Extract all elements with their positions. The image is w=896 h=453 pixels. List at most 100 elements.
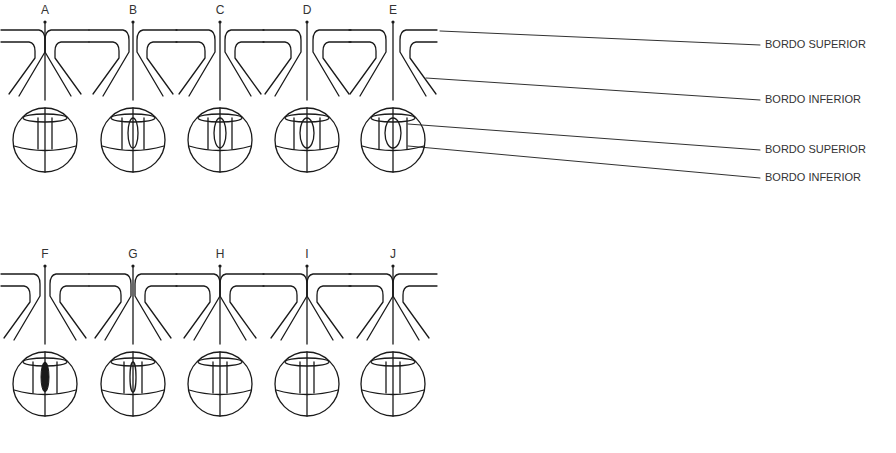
panel-letter: F [41, 248, 48, 260]
sphere-outline [188, 352, 252, 416]
upper-lip-edge [176, 30, 215, 96]
upper-lip-edge [45, 30, 89, 96]
upper-lip-edge [176, 274, 220, 340]
upper-lip-edge [1, 30, 45, 96]
upper-lip-edge [307, 274, 351, 340]
midline-dot [305, 264, 308, 267]
fissure-edge [32, 362, 33, 393]
fissure-edge [37, 118, 38, 149]
panel-letter: G [128, 248, 137, 260]
panel-letter: C [216, 4, 225, 16]
sphere-meridian [219, 352, 220, 416]
midline [219, 22, 220, 100]
midline-dot [43, 20, 46, 23]
panel-letter: E [389, 4, 397, 16]
sphere-outline [13, 352, 77, 416]
midline [392, 22, 393, 100]
panel-letter: D [303, 4, 312, 16]
fissure-edge [141, 362, 142, 393]
lower-lip-edge [145, 286, 177, 338]
lower-lip-edge [317, 286, 351, 338]
panel-letter: B [129, 4, 137, 16]
midline-dot [305, 20, 308, 23]
part-label: BORDO INFERIOR [765, 94, 861, 105]
lower-lip-edge [410, 42, 437, 94]
midline-dot [43, 264, 46, 267]
upper-lip-edge [89, 30, 129, 96]
upper-lip-edge [1, 274, 40, 340]
upper-lip-edge [400, 30, 437, 96]
fissure-edge [293, 118, 294, 149]
upper-lip-edge [313, 30, 351, 96]
lower-lip-edge [176, 42, 205, 94]
fissure-opening [214, 118, 226, 148]
fissure-edge [385, 362, 386, 393]
fissure-edge [231, 118, 232, 149]
upper-lip-edge [135, 274, 177, 340]
lower-lip-edge [89, 286, 121, 338]
lower-lip-edge [176, 286, 210, 338]
fissure-opening [41, 362, 49, 392]
upper-lip-edge [349, 30, 386, 96]
lower-lip-edge [235, 42, 264, 94]
lower-lip-edge [323, 42, 351, 94]
sphere-meridian [306, 352, 307, 416]
upper-lip-edge [263, 274, 307, 340]
upper-lip-edge [50, 274, 89, 340]
panel-letter: I [305, 248, 308, 260]
part-label: BORDO INFERIOR [765, 172, 861, 183]
fissure-edge [226, 362, 227, 393]
sphere-outline [361, 352, 425, 416]
lower-lip-edge [1, 42, 35, 94]
fissure-opening [385, 118, 401, 148]
upper-lip-edge [393, 274, 437, 340]
midline [132, 22, 133, 100]
fissure-edge [406, 118, 407, 149]
midline [132, 266, 133, 344]
fissure-edge [378, 118, 379, 149]
sphere-outline [275, 352, 339, 416]
fissure-edge [319, 118, 320, 149]
lower-lip-edge [263, 286, 297, 338]
fissure-edge [56, 362, 57, 393]
fissure-edge [123, 362, 124, 393]
lower-lip-edge [60, 286, 89, 338]
panel-letter: A [41, 4, 49, 16]
lower-lip-edge [55, 42, 89, 94]
leader-line [408, 124, 760, 150]
sphere-outline [188, 108, 252, 172]
upper-lip-edge [137, 30, 177, 96]
fissure-opening [130, 362, 136, 392]
sphere-outline [13, 108, 77, 172]
midline-dot [131, 264, 134, 267]
fissure-edge [121, 118, 122, 149]
fissure-edge [143, 118, 144, 149]
fissure-edge [313, 362, 314, 393]
midline-dot [218, 264, 221, 267]
fissure-edge [51, 118, 52, 149]
sphere-outline [361, 108, 425, 172]
leader-line [426, 78, 760, 100]
lower-lip-edge [403, 286, 437, 338]
upper-lip-edge [263, 30, 301, 96]
lower-lip-edge [147, 42, 177, 94]
part-label: BORDO SUPERIOR [765, 39, 866, 50]
midline-dot [218, 20, 221, 23]
upper-lip-edge [349, 274, 393, 340]
fissure-opening [300, 118, 314, 148]
part-label: BORDO SUPERIOR [765, 144, 866, 155]
fissure-edge [207, 118, 208, 149]
midline-dot [131, 20, 134, 23]
lower-lip-edge [263, 42, 291, 94]
lower-lip-edge [349, 42, 376, 94]
panel-letter: H [216, 248, 225, 260]
sphere-outline [101, 352, 165, 416]
midline-dot [391, 20, 394, 23]
lower-lip-edge [230, 286, 264, 338]
lower-lip-edge [1, 286, 30, 338]
fissure-edge [212, 362, 213, 393]
upper-lip-edge [220, 274, 264, 340]
fissure-edge [399, 362, 400, 393]
lower-lip-edge [349, 286, 383, 338]
